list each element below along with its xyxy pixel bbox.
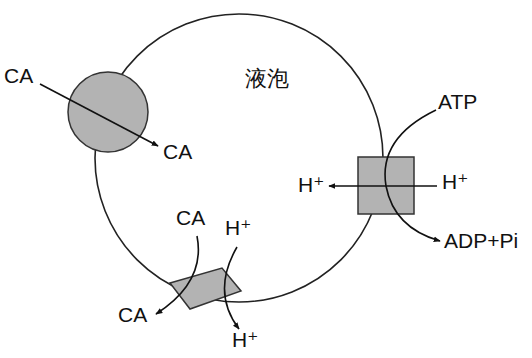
ion-label: H⁺ <box>442 170 468 194</box>
vacuole-membrane <box>95 14 383 302</box>
substance-label: CA <box>4 64 33 88</box>
h-out-arrow <box>224 247 239 329</box>
ca-arrow <box>40 84 158 146</box>
ca-out-arrow <box>156 236 198 314</box>
substance-label: CA <box>118 303 147 327</box>
ion-label: H⁺ <box>232 328 258 352</box>
channel-protein <box>68 72 148 152</box>
substance-label: CA <box>176 206 205 230</box>
antiporter <box>170 268 241 309</box>
node-title: 液泡 <box>245 64 289 94</box>
ion-label: H⁺ <box>298 173 324 197</box>
substance-label: ADP+Pi <box>444 229 518 253</box>
ion-label: H⁺ <box>225 216 251 240</box>
substance-label: CA <box>163 140 192 164</box>
vacuole-circle: 液泡 <box>95 14 383 302</box>
atp-arrow <box>385 110 440 241</box>
h-arrow <box>329 185 437 187</box>
substance-label: ATP <box>438 90 477 114</box>
